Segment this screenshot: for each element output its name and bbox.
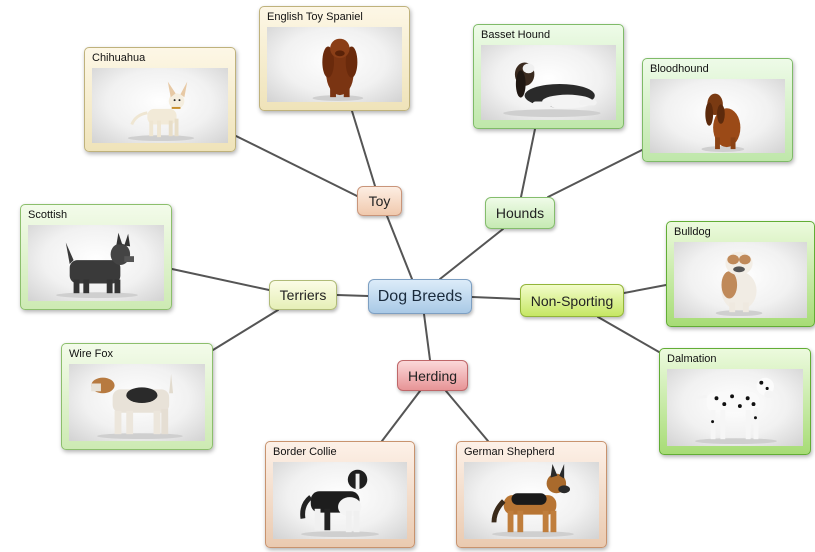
link-center-hounds (439, 228, 504, 280)
breed-card-german-shepherd[interactable]: German Shepherd (456, 441, 607, 548)
link-center-nonsporting (471, 296, 521, 300)
link-toy-chihuahua (235, 135, 358, 197)
breed-card-label: Border Collie (273, 446, 337, 458)
breed-card-label: Basset Hound (481, 29, 551, 41)
breed-card-bulldog[interactable]: Bulldog (666, 221, 815, 327)
bloodhound-photo-icon (701, 93, 745, 153)
breed-card-label: Dalmation (667, 353, 717, 365)
group-node-label: Terriers (279, 287, 327, 303)
group-node-herding[interactable]: Herding (397, 360, 468, 391)
link-herding-shepherd (445, 390, 489, 442)
breed-card-basset-hound[interactable]: Basset Hound (473, 24, 624, 129)
link-nonsporting-bulldog (623, 284, 667, 294)
breed-card-label: Scottish (28, 209, 68, 221)
link-nonsporting-dalmation (597, 316, 660, 353)
center-node-label: Dog Breeds (377, 287, 463, 305)
breed-card-scottish[interactable]: Scottish (20, 204, 172, 310)
breed-card-bloodhound[interactable]: Bloodhound (642, 58, 793, 162)
group-node-label: Herding (407, 367, 458, 384)
breed-photo (92, 68, 228, 143)
bulldog-photo-icon (715, 251, 763, 317)
group-node-label: Toy (368, 193, 391, 209)
group-node-nonsporting[interactable]: Non-Sporting (520, 284, 624, 317)
breed-card-label: Chihuahua (92, 52, 146, 64)
german-shepherd-photo-icon (491, 463, 574, 538)
link-hounds-basset (520, 128, 536, 198)
group-node-toy[interactable]: Toy (357, 186, 402, 216)
breed-photo (674, 242, 807, 318)
link-terriers-wirefox (212, 309, 279, 351)
breed-card-label: English Toy Spaniel (267, 11, 363, 23)
breed-card-english-toy-spaniel[interactable]: English Toy Spaniel (259, 6, 410, 111)
chihuahua-photo-icon (127, 81, 195, 142)
spaniel-photo-icon (312, 38, 364, 102)
breed-photo (28, 225, 164, 301)
link-center-herding (423, 313, 431, 361)
breed-card-dalmation[interactable]: Dalmation (659, 348, 811, 455)
link-terriers-scottish (171, 268, 270, 291)
scottish-photo-icon (56, 232, 138, 299)
center-node[interactable]: Dog Breeds (368, 279, 472, 314)
basset-photo-icon (503, 62, 601, 118)
group-node-terriers[interactable]: Terriers (269, 280, 337, 310)
breed-card-label: German Shepherd (464, 446, 555, 458)
breed-photo (69, 364, 205, 441)
breed-photo (481, 45, 616, 120)
group-node-hounds[interactable]: Hounds (485, 197, 555, 229)
breed-photo (650, 79, 785, 153)
breed-photo (273, 462, 407, 539)
group-node-label: Hounds (495, 205, 545, 221)
breed-card-chihuahua[interactable]: Chihuahua (84, 47, 236, 152)
wire-fox-photo-icon (91, 373, 183, 440)
link-center-terriers (336, 294, 369, 297)
link-hounds-bloodhound (547, 149, 643, 198)
link-center-toy (386, 215, 413, 280)
group-node-label: Non-Sporting (530, 292, 614, 309)
link-toy-spaniel (351, 110, 376, 187)
dalmation-photo-icon (692, 377, 777, 445)
link-herding-collie (381, 390, 421, 442)
breed-card-border-collie[interactable]: Border Collie (265, 441, 415, 548)
border-collie-photo-icon (300, 469, 379, 538)
breed-card-label: Wire Fox (69, 348, 113, 360)
breed-card-label: Bulldog (674, 226, 711, 238)
breed-photo (267, 27, 402, 102)
breed-photo (667, 369, 803, 446)
breed-photo (464, 462, 599, 539)
breed-card-label: Bloodhound (650, 63, 709, 75)
breed-card-wire-fox[interactable]: Wire Fox (61, 343, 213, 450)
